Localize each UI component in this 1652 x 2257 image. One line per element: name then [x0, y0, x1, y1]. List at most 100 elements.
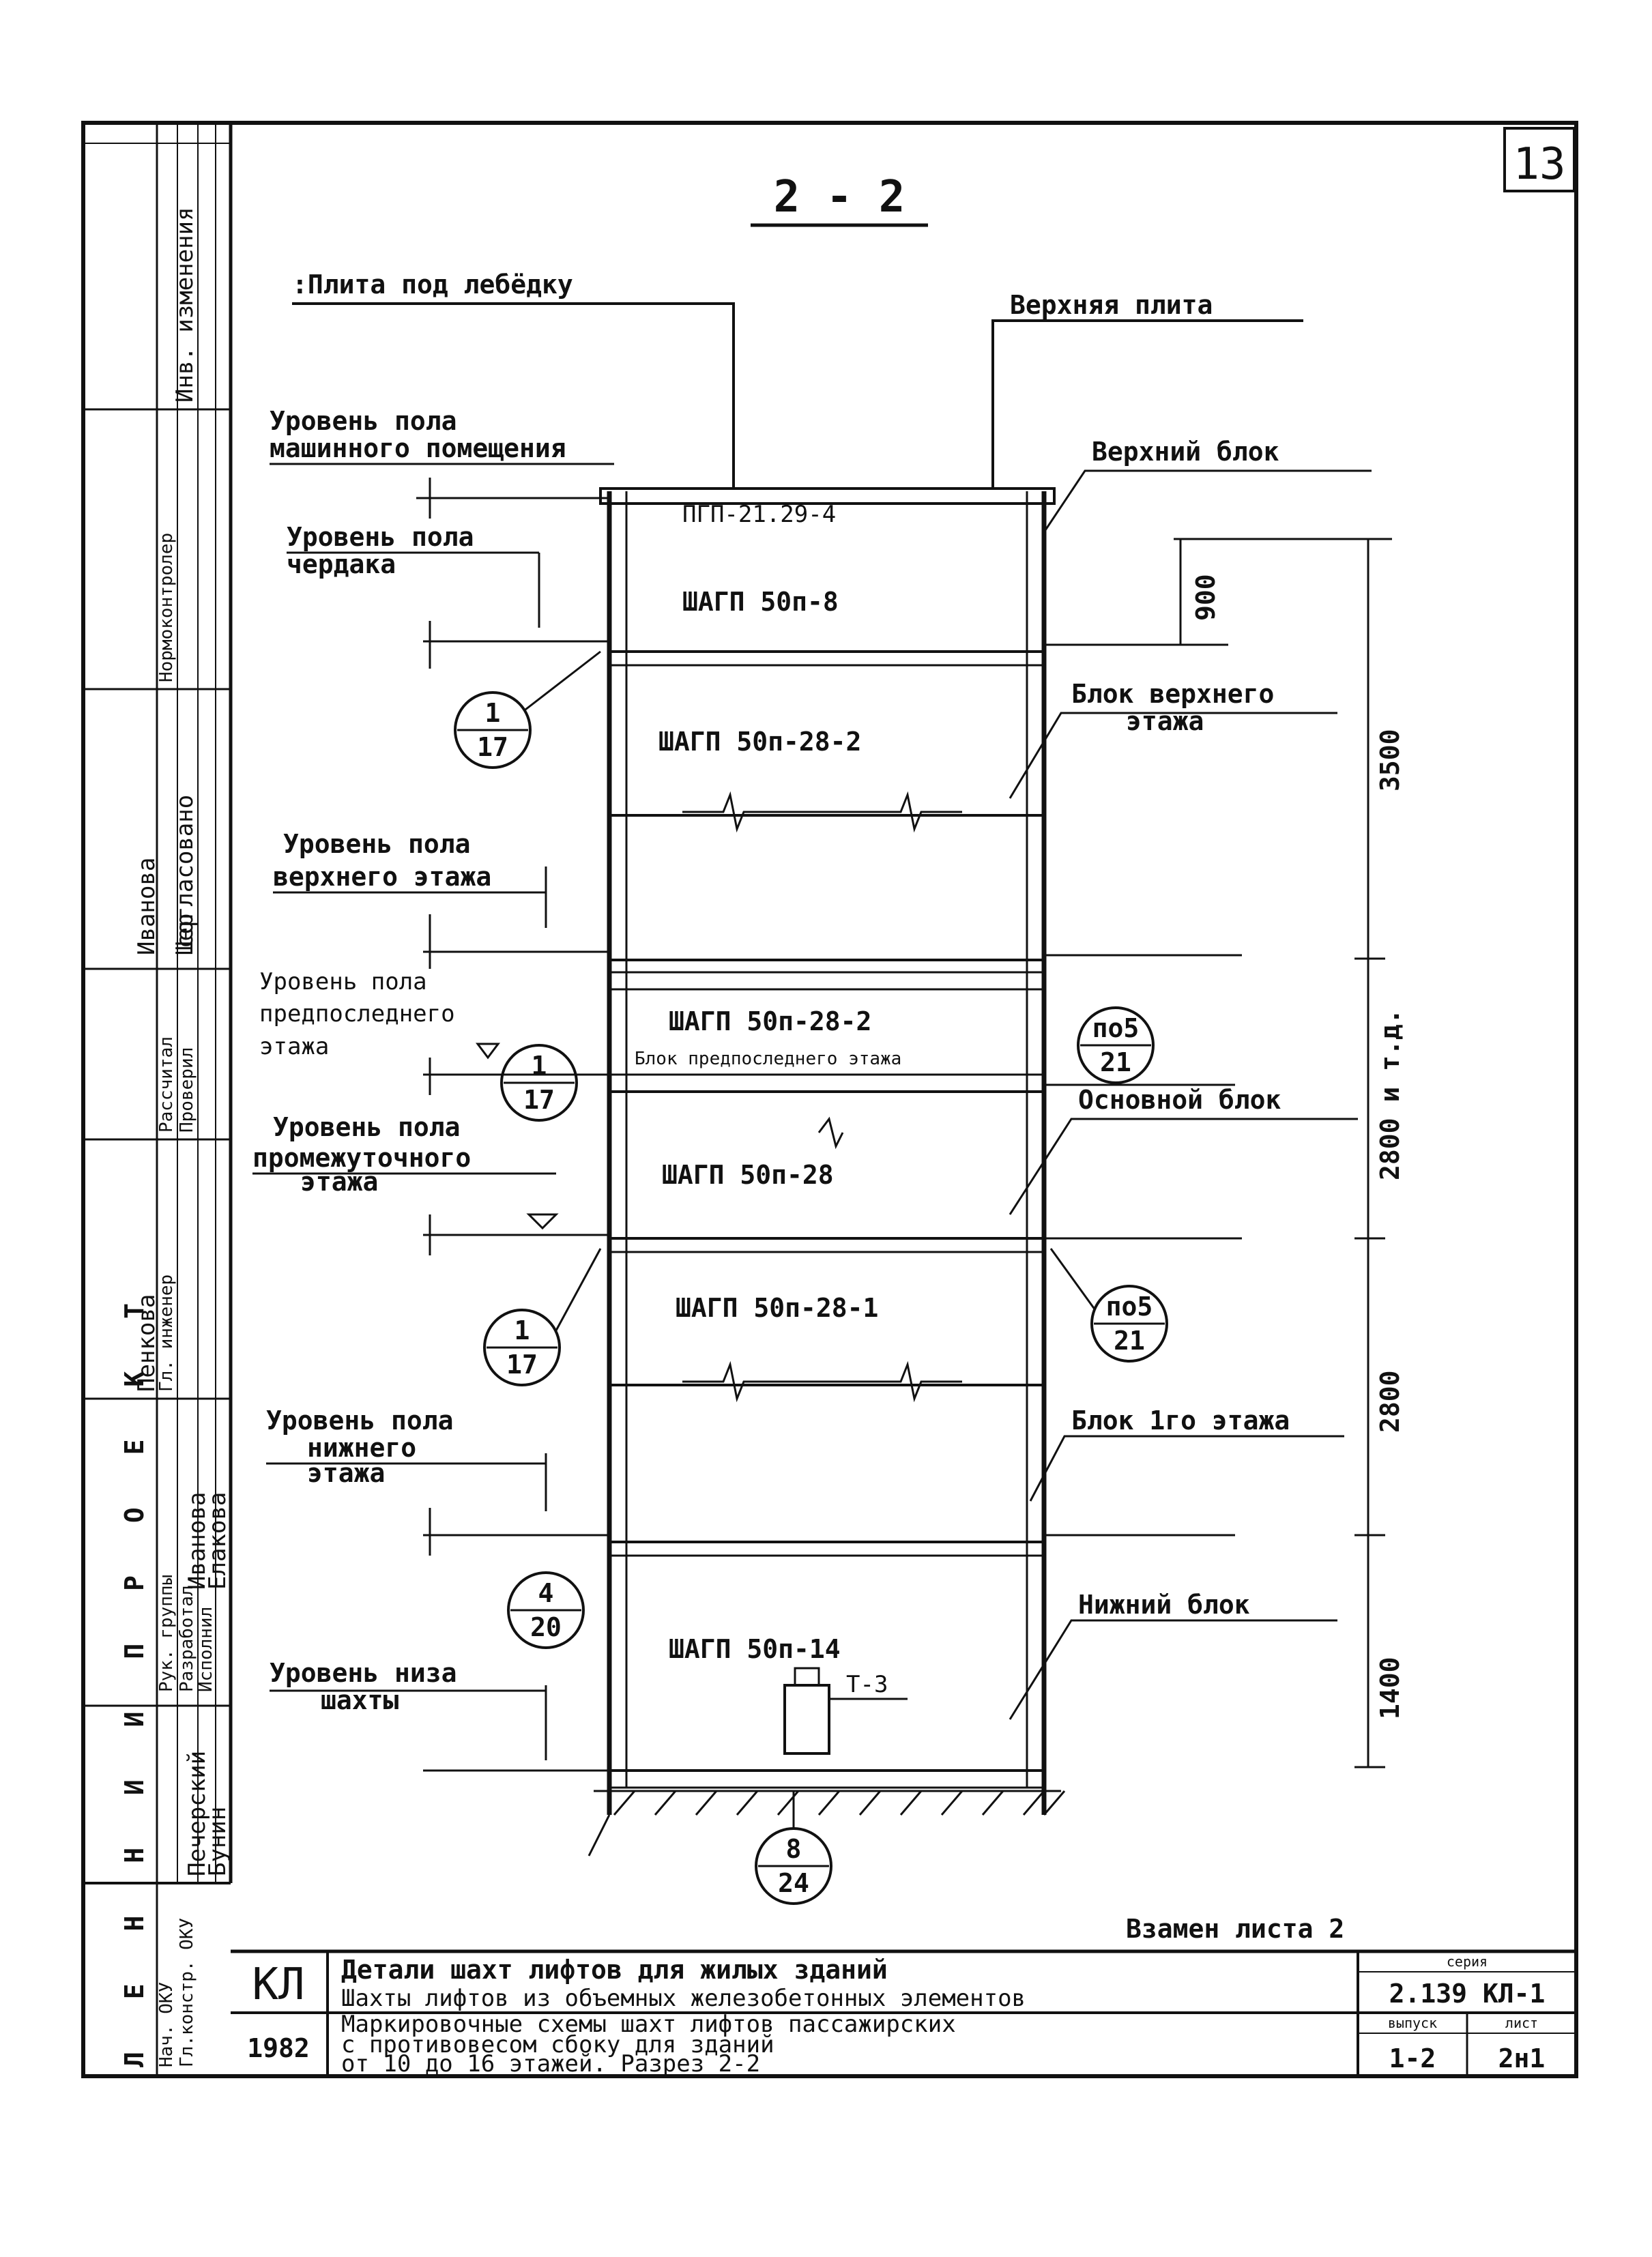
detail-marker: 1 17: [454, 650, 601, 769]
stamp-role: Рук. группы: [156, 1575, 177, 1692]
stamp-name: Печерский: [184, 1751, 211, 1876]
level-machine-line1: Уровень пола: [270, 406, 457, 436]
replace-note: Взамен листа 2: [1126, 1914, 1344, 1944]
stamp-role: Гл.констр. ОКУ: [177, 1918, 197, 2067]
side-stamp: [83, 123, 231, 2076]
marker-bottom: 20: [530, 1612, 562, 1642]
level-attic: Уровень пола чердака: [287, 522, 607, 669]
issue-label: выпуск: [1388, 2015, 1437, 2031]
level-penult: Уровень пола предпоследнего этажа: [259, 968, 607, 1095]
block-label-upper: ШАГП 50п-8: [682, 587, 839, 617]
sheet-frame: [81, 121, 1578, 2078]
level-inter: Уровень пола промежуточного этажа: [252, 1112, 607, 1255]
marker-top: по5: [1092, 1013, 1140, 1043]
detail-marker: по5 21: [1077, 1006, 1155, 1084]
marker-top: по5: [1106, 1292, 1153, 1322]
stamp-name: Елакова: [204, 1492, 231, 1590]
stamp-name: Иванова: [184, 1492, 211, 1590]
block-label-bottom: ШАГП 50п-14: [669, 1634, 841, 1664]
side-stamp-org: ЛЕННИИПРОЕКТ: [119, 1303, 149, 2067]
stamp-name: Шер: [171, 914, 199, 955]
issue-value: 1-2: [1389, 2043, 1436, 2073]
sheet-value: 2н1: [1498, 2043, 1546, 2073]
level-penult-line1: Уровень пола: [259, 968, 427, 995]
title-line1: Детали шахт лифтов для жилых зданий: [341, 1955, 888, 1985]
stamp-role: Нормоконтролер: [156, 533, 177, 682]
level-inter-line2: промежуточного: [252, 1143, 471, 1173]
side-stamp-names: Бунин Печерский Иванова Елакова Пенкова …: [133, 858, 231, 1876]
stamp-name: Пенкова: [133, 1294, 160, 1392]
marker-bottom: 17: [477, 732, 508, 762]
stamp-name: Бунин: [204, 1807, 231, 1876]
shaft-section: [588, 487, 1066, 1856]
level-pit-line1: Уровень низа: [270, 1658, 457, 1688]
marker-top: 1: [532, 1051, 547, 1081]
title-block: [231, 1949, 1576, 2076]
desc-line3: от 10 до 16 этажей. Разрез 2-2: [341, 2050, 760, 2078]
block-label-main: ШАГП 50п-28: [662, 1160, 834, 1190]
detail-marker: 1 17: [500, 1044, 578, 1122]
stamp-role: Исполнил: [196, 1607, 216, 1692]
detail-marker: по5 21: [1049, 1248, 1168, 1363]
side-stamp-roles: Нач. ОКУ Гл.констр. ОКУ Рук. группы Разр…: [156, 533, 216, 2067]
marker-bottom: 21: [1114, 1326, 1145, 1356]
marker-top: 4: [538, 1578, 554, 1608]
block-label-penult: ШАГП 50п-28-2: [669, 1006, 871, 1036]
section-title: 2 - 2: [774, 172, 905, 222]
level-machine-line2: машинного помещения: [270, 433, 566, 463]
dim-1400: 1400: [1375, 1657, 1405, 1719]
stamp-agreed: согласовано: [171, 795, 199, 948]
level-lower-line1: Уровень пола: [266, 1406, 454, 1436]
dim-2800-etc: 2800 и т.д.: [1375, 1008, 1405, 1180]
dim-3500: 3500: [1375, 729, 1405, 791]
marker-bottom: 21: [1100, 1047, 1131, 1077]
marker-top: 8: [786, 1834, 802, 1864]
title-line2: Шахты лифтов из объемных железобетонных …: [341, 1985, 1026, 2012]
callout-top-plate: Верхняя плита: [1010, 290, 1213, 320]
stamp-role: Разработал: [177, 1585, 197, 1692]
level-lower-line2: нижнего: [307, 1433, 416, 1463]
detail-marker: 8 24: [755, 1791, 832, 1905]
dimension-chain: [1174, 538, 1392, 1768]
dim-2800: 2800: [1375, 1370, 1405, 1433]
stamp-role: Нач. ОКУ: [156, 1982, 177, 2067]
stamp-name: Иванова: [133, 858, 160, 955]
marker-top: 1: [485, 698, 501, 728]
callout-top-floor-block-2: этажа: [1126, 706, 1204, 736]
callout-first-floor-block: Блок 1го этажа: [1071, 1406, 1290, 1436]
level-ticks-right: [1044, 643, 1242, 1537]
block-label-penult-note: Блок предпоследнего этажа: [635, 1049, 901, 1069]
level-top: Уровень пола верхнего этажа: [273, 829, 607, 969]
level-lower: Уровень пола нижнего этажа: [266, 1406, 607, 1556]
stamp-role: Гл. инженер: [156, 1275, 177, 1392]
stamp-role: Проверил: [177, 1047, 197, 1133]
series-value: 2.139 КЛ-1: [1389, 1979, 1546, 2009]
series-label: серия: [1447, 1953, 1488, 1970]
level-inter-line3: этажа: [300, 1167, 378, 1197]
callout-bottom-block: Нижний блок: [1078, 1590, 1250, 1620]
level-inter-line1: Уровень пола: [273, 1112, 461, 1142]
level-attic-line2: чердака: [287, 549, 396, 579]
title-code: КЛ: [252, 1960, 304, 2010]
level-machine: Уровень пола машинного помещения: [270, 406, 614, 519]
callout-top-floor-block-1: Блок верхнего: [1071, 679, 1274, 709]
marker-bottom: 24: [778, 1868, 809, 1898]
level-top-line1: Уровень пола: [283, 829, 471, 859]
block-label-top-floor: ШАГП 50п-28-2: [658, 727, 861, 757]
block-label-first: ШАГП 50п-28-1: [676, 1293, 878, 1323]
level-penult-line3: этажа: [259, 1033, 329, 1060]
sheet-label: лист: [1505, 2015, 1538, 2031]
plate-mark: ПГП-21.29-4: [682, 501, 836, 528]
pit-mark: Т-3: [846, 1671, 888, 1698]
sheet-number: 13: [1513, 139, 1565, 190]
level-top-line2: верхнего этажа: [273, 862, 491, 892]
desc-line1: Маркировочные схемы шахт лифтов пассажир…: [341, 2011, 956, 2038]
stamp-role: Рассчитал: [156, 1036, 177, 1133]
detail-marker: 1 17: [483, 1248, 602, 1386]
dim-900: 900: [1191, 574, 1221, 621]
level-penult-line2: предпоследнего: [259, 1000, 455, 1028]
detail-marker: 4 20: [507, 1571, 585, 1649]
stamp-changes: Инв. изменения: [171, 207, 199, 403]
callout-upper-block: Верхний блок: [1092, 437, 1279, 467]
